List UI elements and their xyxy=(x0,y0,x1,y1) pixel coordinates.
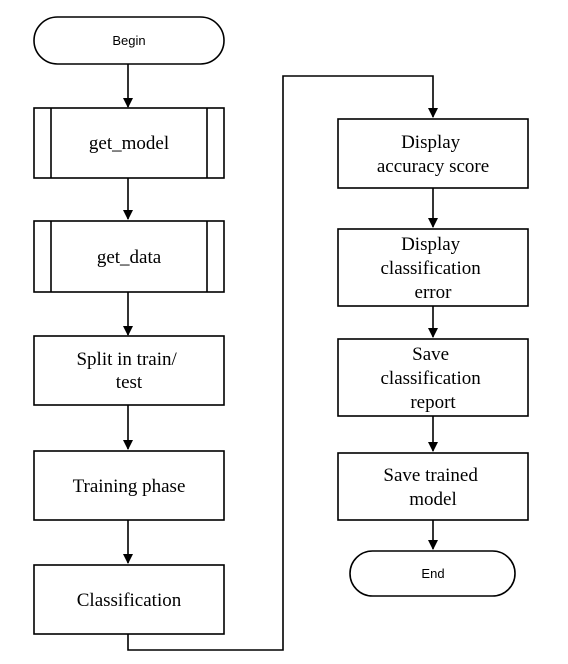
save-model-label: Save trained model xyxy=(383,465,482,510)
split-label: Split in train/ test xyxy=(76,349,181,393)
training-node: Training phase xyxy=(33,450,225,521)
get-data-node: get_data xyxy=(33,220,225,293)
begin-label: Begin xyxy=(112,33,145,48)
classification-label: Classification xyxy=(77,590,182,611)
begin-node: Begin xyxy=(33,16,225,65)
report-label: Save classification report xyxy=(381,344,486,413)
classification-node: Classification xyxy=(33,564,225,635)
error-node: Display classification error xyxy=(337,228,529,307)
get-model-node: get_model xyxy=(33,107,225,179)
training-label: Training phase xyxy=(73,476,186,497)
edge-classification-to-accuracy xyxy=(127,75,438,651)
save-model-node: Save trained model xyxy=(337,452,529,521)
end-label: End xyxy=(421,566,444,581)
report-node: Save classification report xyxy=(337,338,529,417)
end-node: End xyxy=(349,550,516,597)
get-model-label: get_model xyxy=(89,133,169,154)
accuracy-node: Display accuracy score xyxy=(337,118,529,189)
split-node: Split in train/ test xyxy=(33,335,225,406)
get-data-label: get_data xyxy=(97,247,162,268)
accuracy-label: Display accuracy score xyxy=(377,132,489,177)
error-label: Display classification error xyxy=(381,234,486,303)
